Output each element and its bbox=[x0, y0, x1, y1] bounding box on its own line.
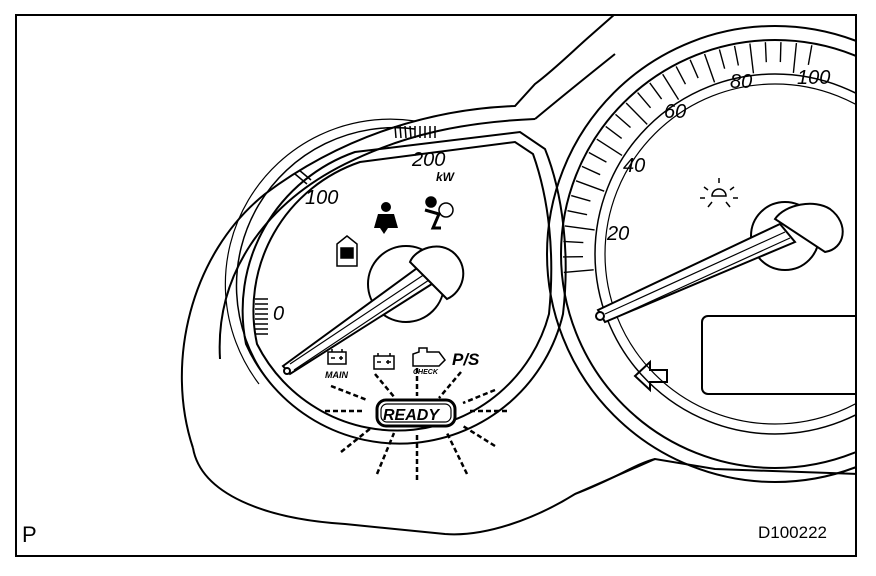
charge-battery-icon bbox=[373, 353, 395, 370]
speed-tick bbox=[596, 138, 623, 156]
speed-tick bbox=[564, 225, 595, 231]
power-meter-bezel-inner bbox=[252, 140, 553, 432]
odometer-display bbox=[701, 315, 855, 395]
airbag-icon bbox=[424, 196, 454, 230]
speed-tick bbox=[649, 82, 663, 100]
speed-tick bbox=[571, 194, 591, 202]
power-meter-scale-ticks bbox=[255, 125, 436, 335]
speed-tick bbox=[575, 180, 605, 192]
speedometer-scale-ticks bbox=[563, 42, 813, 274]
speed-tick bbox=[764, 42, 767, 63]
speed-tick bbox=[807, 45, 813, 66]
ready-label: READY bbox=[383, 407, 440, 424]
speed-tick bbox=[718, 49, 726, 69]
cluster-housing bbox=[180, 16, 615, 449]
power-meter-bezel-outer bbox=[241, 130, 567, 445]
speed-tick bbox=[749, 43, 755, 74]
speedometer-needle bbox=[595, 201, 844, 324]
speedometer-bezel-inner bbox=[560, 39, 855, 469]
speed-scale-label-60: 60 bbox=[664, 101, 686, 123]
speed-tick bbox=[637, 92, 652, 109]
speed-scale-label-40: 40 bbox=[623, 155, 645, 177]
power-unit-label: kW bbox=[436, 170, 456, 184]
speed-tick bbox=[703, 53, 716, 83]
power-scale-label-100: 100 bbox=[305, 187, 338, 209]
speed-tick bbox=[662, 73, 680, 101]
diagram-frame: 0 100 200 kW MAIN CHECK P/S READY 20 40 … bbox=[15, 14, 857, 557]
speed-tick bbox=[581, 165, 601, 176]
speed-scale-label-20: 20 bbox=[606, 223, 629, 245]
speed-tick bbox=[563, 240, 584, 244]
speed-tick bbox=[563, 269, 594, 274]
power-meter-needle bbox=[281, 245, 465, 376]
speed-tick bbox=[588, 151, 607, 163]
door-open-icon bbox=[336, 235, 358, 267]
power-scale-label-200: 200 bbox=[411, 149, 445, 171]
view-label: P bbox=[22, 522, 37, 547]
headlight-icon bbox=[700, 178, 738, 208]
speedometer-gauge bbox=[546, 25, 855, 483]
main-battery-label: MAIN bbox=[325, 370, 348, 380]
speedometer-bezel-outer bbox=[546, 25, 855, 483]
power-meter-gauge bbox=[224, 118, 567, 445]
speed-scale-label-80: 80 bbox=[730, 71, 752, 93]
speed-tick bbox=[625, 102, 648, 125]
speed-tick bbox=[792, 43, 798, 74]
speed-scale-label-100: 100 bbox=[797, 67, 830, 89]
speed-tick bbox=[733, 45, 740, 66]
ready-flash-rays bbox=[325, 368, 507, 480]
cluster-housing-lower bbox=[192, 447, 855, 536]
speed-tick bbox=[567, 209, 588, 216]
figure-id: D100222 bbox=[758, 523, 828, 542]
power-steering-label: P/S bbox=[452, 350, 480, 369]
turn-left-icon bbox=[633, 359, 668, 393]
ready-indicator bbox=[375, 398, 457, 428]
speed-tick bbox=[689, 59, 699, 79]
speed-tick bbox=[675, 66, 687, 85]
check-engine-icon bbox=[412, 347, 446, 367]
speed-tick bbox=[605, 125, 623, 140]
speed-tick bbox=[779, 42, 782, 63]
speed-tick bbox=[615, 113, 631, 129]
power-scale-label-0: 0 bbox=[273, 303, 284, 325]
seatbelt-icon bbox=[374, 202, 398, 234]
main-battery-icon bbox=[327, 349, 347, 365]
check-engine-label: CHECK bbox=[413, 369, 439, 376]
